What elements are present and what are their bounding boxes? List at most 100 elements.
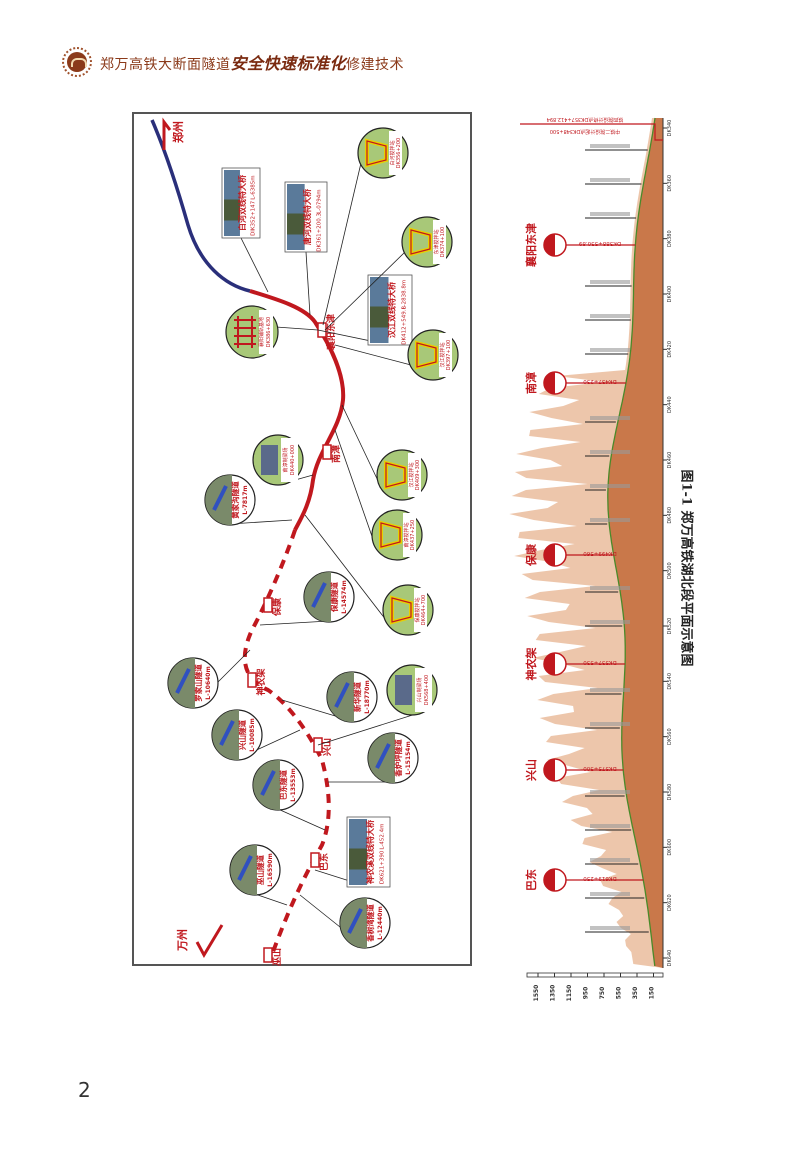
terrain-fill [607,118,663,968]
beam-plant-chainage: DK440+000 [290,445,296,475]
mixing-station-name: 南漳搅拌站 [403,522,410,547]
solar-panel-icon [261,445,278,475]
label-panel [439,333,452,377]
chainage-tick-label: DK400 [667,286,673,303]
chainage-tick-label: DK360 [667,175,673,192]
bridge-length: L-6385m [250,175,256,199]
mixing-station-name: 东津搅拌站 [433,229,440,254]
tunnel-marker-label [590,790,630,794]
station-marker [247,672,257,688]
bridge-chainage: DK412+549.8 [401,306,407,345]
figure-caption: 图1-1 郑万高铁湖北段平面示意图 [676,469,700,666]
leader-line [317,711,423,746]
chainage-tick-label: DK540 [667,673,673,690]
arrow-down-icon [195,924,224,959]
title-part: 郑万高铁大断面隧道 [100,57,231,73]
chainage-tick-label: DK560 [667,728,673,745]
leader-line [341,404,381,486]
elevation-tick-label: 950 [583,987,590,1000]
mixing-station-chainage: DK374+100 [440,227,446,257]
station-name: 巴东 [524,869,538,891]
bridge-length: L-452.4m [380,824,386,850]
caption-text: 图1-1 郑万高铁湖北段平面示意图 [678,469,694,667]
ground-line [607,117,656,967]
station-name: 襄阳东津 [524,223,538,268]
warning-triangle-outline [391,597,412,623]
label-panel [415,668,432,712]
bridge-chainage: DK361+200.3 [317,213,323,252]
mixing-station-chainage: DK397+100 [446,340,452,370]
bridge-name: 神农溪双线特大桥 [365,819,375,884]
tunnel-marker-label [590,858,630,862]
tunnel-marker-label [590,484,630,488]
mixing-station-chainage: DK409+300 [415,460,421,490]
beam-plant-name: 南漳制梁场 [282,447,289,472]
elevation-tick-label: 550 [616,987,623,1000]
tunnel-name: 巫山隧道 [255,855,265,885]
tunnel-name: 兴山隧道 [237,720,247,750]
leader-line [277,808,326,831]
tunnel-portal [260,770,276,796]
tunnel-portal [219,720,235,746]
chainage-tick-label: DK520 [667,618,673,635]
leader-line [334,344,412,366]
bridge-name: 汉江双线特大桥 [386,281,396,338]
leader-line [240,237,269,293]
station-name: 神农架 [524,648,538,681]
direction-label-zhengzhou: 郑州 [171,121,185,143]
station-label: 巴东 [318,853,330,871]
station-name: 南漳 [524,372,538,394]
elevation-tick-label: 150 [649,987,656,1000]
warning-triangle-outline [366,140,387,166]
tunnel-marker-label [590,280,630,284]
chainage-tick-label: DK420 [667,341,673,358]
tunnel-portal [212,485,228,511]
bridge-length: L-0794m [317,189,323,213]
elevation-tick-label: 1350 [550,985,557,1002]
tunnel-name: 香炉坪隧道 [393,739,403,778]
station-chainage: DK388+530.89 [578,240,621,246]
tunnel-name: 巴东隧道 [278,770,288,800]
mixing-station-name: 白河搅拌站 [389,140,396,165]
warning-triangle-outline [385,462,406,488]
label-panel [403,513,416,557]
direction-label-wanzhou: 万州 [176,929,189,952]
tunnel-length: L-15154m [405,741,412,774]
mixing-station-name: 保康搅拌站 [414,597,421,622]
station-marker [263,597,273,613]
tunnel-marker-label [590,688,630,692]
book-title: 郑万高铁大断面隧道安全快速标准化修建技术 [100,50,404,74]
tunnel-marker-label [590,586,630,590]
design-boundary-label: 中铁二院设计起点DK348+500 [550,128,620,135]
mixing-station-name: 汉江搅拌站 [439,342,446,367]
label-panel [259,310,273,354]
warning-triangle-outline [416,342,437,368]
tunnel-length: L-7817m [242,485,249,514]
station-symbol-fill [544,372,555,394]
chainage-tick-label: DK340 [667,120,673,137]
tunnel-length: L-14574m [341,580,348,613]
chainage-tick-label: DK380 [667,230,673,247]
bridge-name: 白河双线特大桥 [237,174,247,231]
station-marker [263,947,273,963]
arrow-up-icon [162,117,172,150]
label-panel [433,220,446,264]
title-part: 修建技术 [346,57,405,73]
warning-triangle-outline [410,229,431,255]
tunnel-length: L-16590m [267,853,274,886]
label-panel [281,438,298,482]
station-marker [310,852,320,868]
